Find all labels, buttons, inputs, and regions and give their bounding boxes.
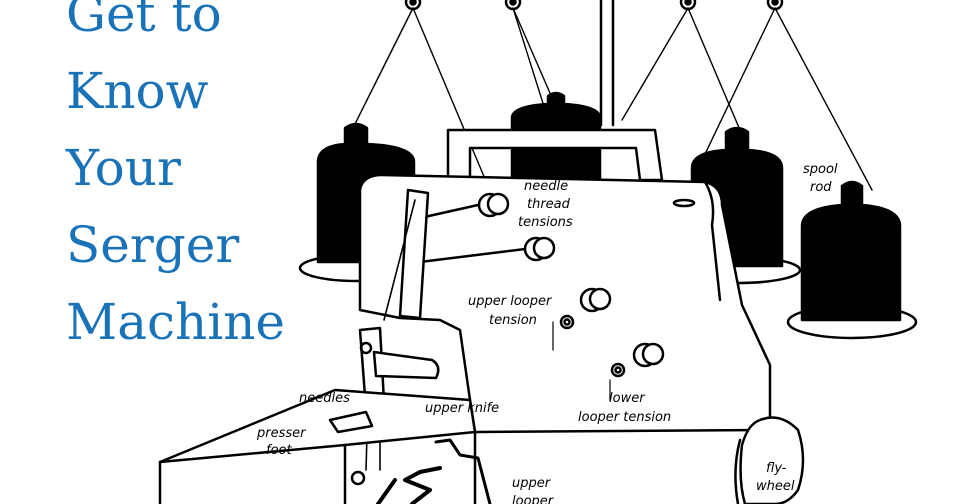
page-title: Get to Know Your Serger Machine: [66, 0, 285, 361]
fly-wheel: [734, 416, 805, 504]
title-line-2: Know: [66, 62, 209, 120]
label-upper-looper-tension-1: upper looper: [468, 294, 553, 309]
label-needle-thread-tensions-2: thread: [527, 197, 571, 212]
label-lower-looper-tension-2: looper tension: [578, 410, 671, 425]
title-line-1: Get to: [66, 0, 222, 43]
label-spool-rod-2: rod: [810, 180, 832, 195]
label-fly-wheel-1: fly-: [766, 461, 787, 476]
thread-guides: [404, 0, 784, 127]
upper-looper: [376, 438, 492, 504]
serger-body: [358, 173, 772, 434]
lower-looper-dial: [610, 342, 665, 378]
label-presser-foot-2: foot: [266, 443, 292, 458]
title-line-4: Serger: [66, 216, 240, 274]
label-needle-thread-tensions-1: needle: [524, 179, 568, 194]
label-needles: needles: [299, 391, 350, 406]
label-upper-looper-1: upper: [512, 476, 552, 491]
label-upper-looper-2: looper: [512, 494, 555, 504]
label-needle-thread-tensions-3: tensions: [518, 215, 573, 230]
label-upper-knife: upper knife: [425, 401, 499, 416]
spool-cone-front-right: [786, 180, 918, 340]
needle-tension-dials: [418, 192, 556, 264]
upper-looper-dial: [559, 287, 612, 330]
label-lower-looper-tension-1: lower: [609, 391, 646, 406]
label-fly-wheel-2: wheel: [756, 479, 795, 494]
bed: [158, 388, 477, 504]
label-spool-rod-1: spool: [803, 162, 838, 177]
label-upper-looper-tension-2: tension: [489, 313, 537, 328]
diagram-labels: needle thread tensions spool rod upper l…: [256, 162, 838, 504]
label-presser-foot-1: presser: [256, 426, 307, 441]
title-line-5: Machine: [66, 293, 285, 351]
title-line-3: Your: [66, 139, 181, 197]
